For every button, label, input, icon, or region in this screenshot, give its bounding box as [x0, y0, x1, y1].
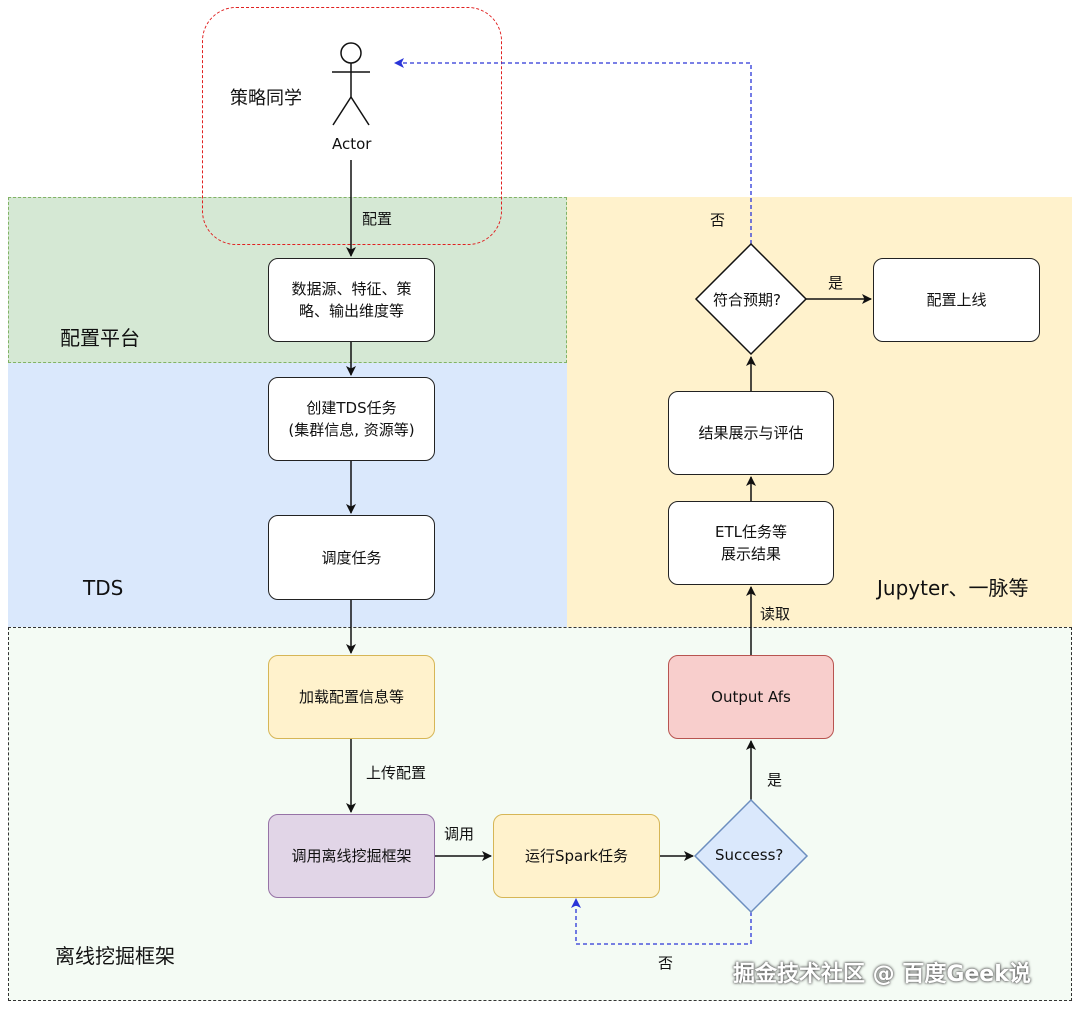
node-create-tds-task[interactable]: 创建TDS任务 (集群信息, 资源等)	[268, 377, 435, 461]
node-output-afs[interactable]: Output Afs	[668, 655, 834, 739]
node-load-config-text: 加载配置信息等	[298, 688, 404, 706]
actor-icon	[332, 42, 370, 126]
actor-name-label: Actor	[332, 135, 372, 153]
watermark: 掘金技术社区 @ 百度Geek说	[733, 962, 1031, 987]
edge-label-invoke: 调用	[444, 825, 475, 843]
zone-label-tds: TDS	[83, 576, 124, 600]
decision-expected	[694, 242, 808, 356]
node-load-config[interactable]: 加载配置信息等	[268, 655, 435, 739]
decision-success	[693, 798, 809, 914]
edge-label-expected-yes: 是	[828, 274, 844, 292]
zone-label-jupyter: Jupyter、一脉等	[877, 576, 1029, 600]
actor-role-label: 策略同学	[230, 88, 302, 109]
edge-label-success-no: 否	[658, 954, 674, 972]
node-etl-tasks-text: ETL任务等 展示结果	[715, 523, 787, 563]
node-create-tds-task-text: 创建TDS任务 (集群信息, 资源等)	[288, 399, 415, 439]
node-result-eval-text: 结果展示与评估	[698, 424, 804, 442]
edge-label-read: 读取	[760, 605, 791, 623]
node-datasource-config[interactable]: 数据源、特征、策 略、输出维度等	[268, 258, 435, 342]
decision-success-text: Success?	[715, 846, 784, 864]
node-call-framework[interactable]: 调用离线挖掘框架	[268, 814, 435, 898]
edge-success-no-to-spark	[571, 898, 752, 945]
node-result-eval[interactable]: 结果展示与评估	[668, 391, 834, 475]
node-run-spark-text: 运行Spark任务	[524, 847, 629, 865]
edge-label-configure: 配置	[362, 210, 393, 228]
edge-label-expected-no: 否	[710, 211, 726, 229]
edge-label-upload-config: 上传配置	[366, 764, 427, 782]
node-schedule-task-text: 调度任务	[321, 548, 382, 567]
node-etl-tasks[interactable]: ETL任务等 展示结果	[668, 501, 834, 585]
zone-label-config-platform: 配置平台	[60, 326, 140, 350]
node-output-afs-text: Output Afs	[711, 688, 791, 706]
node-call-framework-text: 调用离线挖掘框架	[291, 847, 412, 865]
node-schedule-task[interactable]: 调度任务	[268, 515, 435, 600]
edge-expected-no-to-actor	[394, 58, 752, 244]
node-deploy-text: 配置上线	[926, 291, 987, 309]
node-datasource-config-text: 数据源、特征、策 略、输出维度等	[291, 280, 412, 320]
decision-expected-text: 符合预期?	[713, 291, 781, 309]
zone-label-offline-framework: 离线挖掘框架	[55, 944, 175, 968]
node-run-spark[interactable]: 运行Spark任务	[493, 814, 660, 898]
node-deploy[interactable]: 配置上线	[873, 258, 1040, 342]
edge-label-success-yes: 是	[767, 771, 783, 789]
actor-group-frame	[202, 7, 502, 245]
